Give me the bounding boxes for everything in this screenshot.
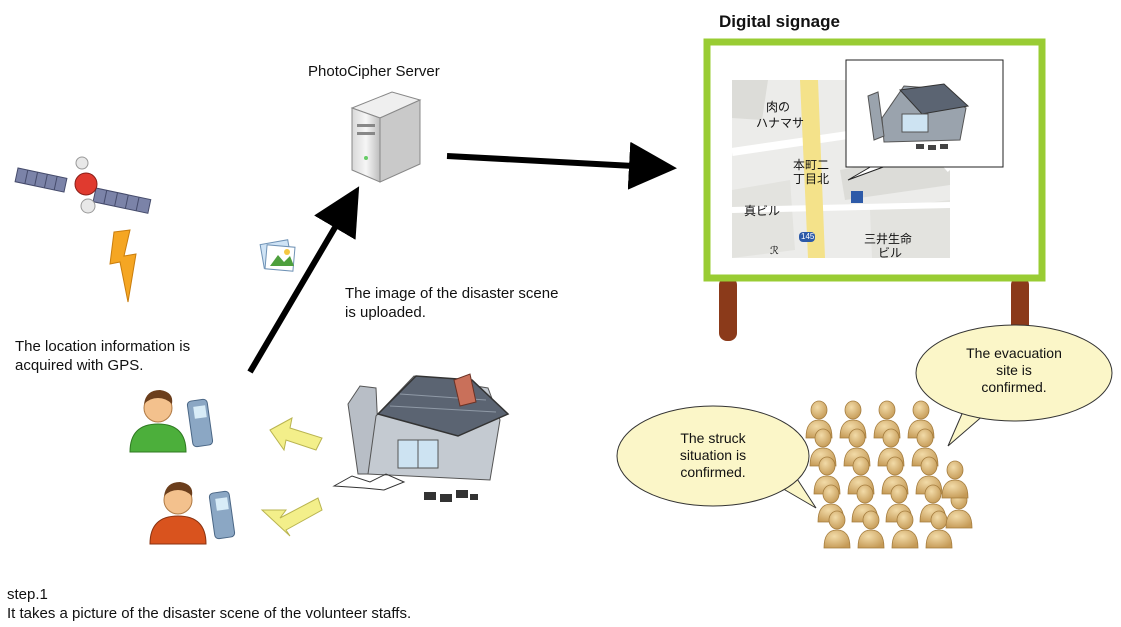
map-label-honmachi: 本町二 (793, 158, 830, 172)
server-label: PhotoCipher Server (308, 63, 440, 80)
photo-icon (259, 239, 296, 272)
gps-signal-icon (109, 229, 137, 303)
server-icon (350, 91, 422, 183)
map-label-chome: 丁目北 (793, 172, 830, 186)
map-label-route: 145 (801, 232, 815, 241)
gps-note: The location information is acquired wit… (15, 338, 191, 374)
step-description: It takes a picture of the disaster scene… (7, 605, 412, 622)
signage-post-left (719, 277, 737, 341)
evacuation-bubble-text: The evacuation site is confirmed. (966, 345, 1062, 395)
upload-note: The image of the disaster scene is uploa… (345, 285, 559, 321)
map-label-mitsui: 三井生命 (864, 232, 913, 246)
volunteer-red-icon (149, 482, 207, 545)
step-label: step.1 (7, 586, 48, 603)
signage-title: Digital signage (719, 12, 840, 31)
evacuation-bubble (915, 324, 1113, 422)
disaster-house-illustration (332, 373, 510, 502)
satellite-icon (14, 156, 152, 214)
map-label-niku: 肉の (766, 100, 791, 114)
report-arrow-lower (260, 497, 323, 537)
mobile-phone-icon-2 (208, 490, 236, 540)
map-label-symbol: ℛ (770, 245, 779, 257)
struck-bubble-text: The struck situation is confirmed. (679, 430, 747, 480)
map-label-biru: ビル (878, 246, 903, 260)
map-label-hanamasa: ハナマサ (756, 116, 805, 130)
disaster-house-thumbnail (867, 83, 970, 150)
upload-arrow (247, 186, 360, 374)
volunteer-green-icon (129, 390, 187, 453)
crowd-icon (805, 400, 973, 549)
display-arrow (446, 141, 677, 190)
struck-bubble (616, 405, 810, 507)
report-arrow-upper (269, 417, 323, 452)
mobile-phone-icon (186, 398, 214, 448)
map-label-building: 真ビル (744, 204, 781, 218)
